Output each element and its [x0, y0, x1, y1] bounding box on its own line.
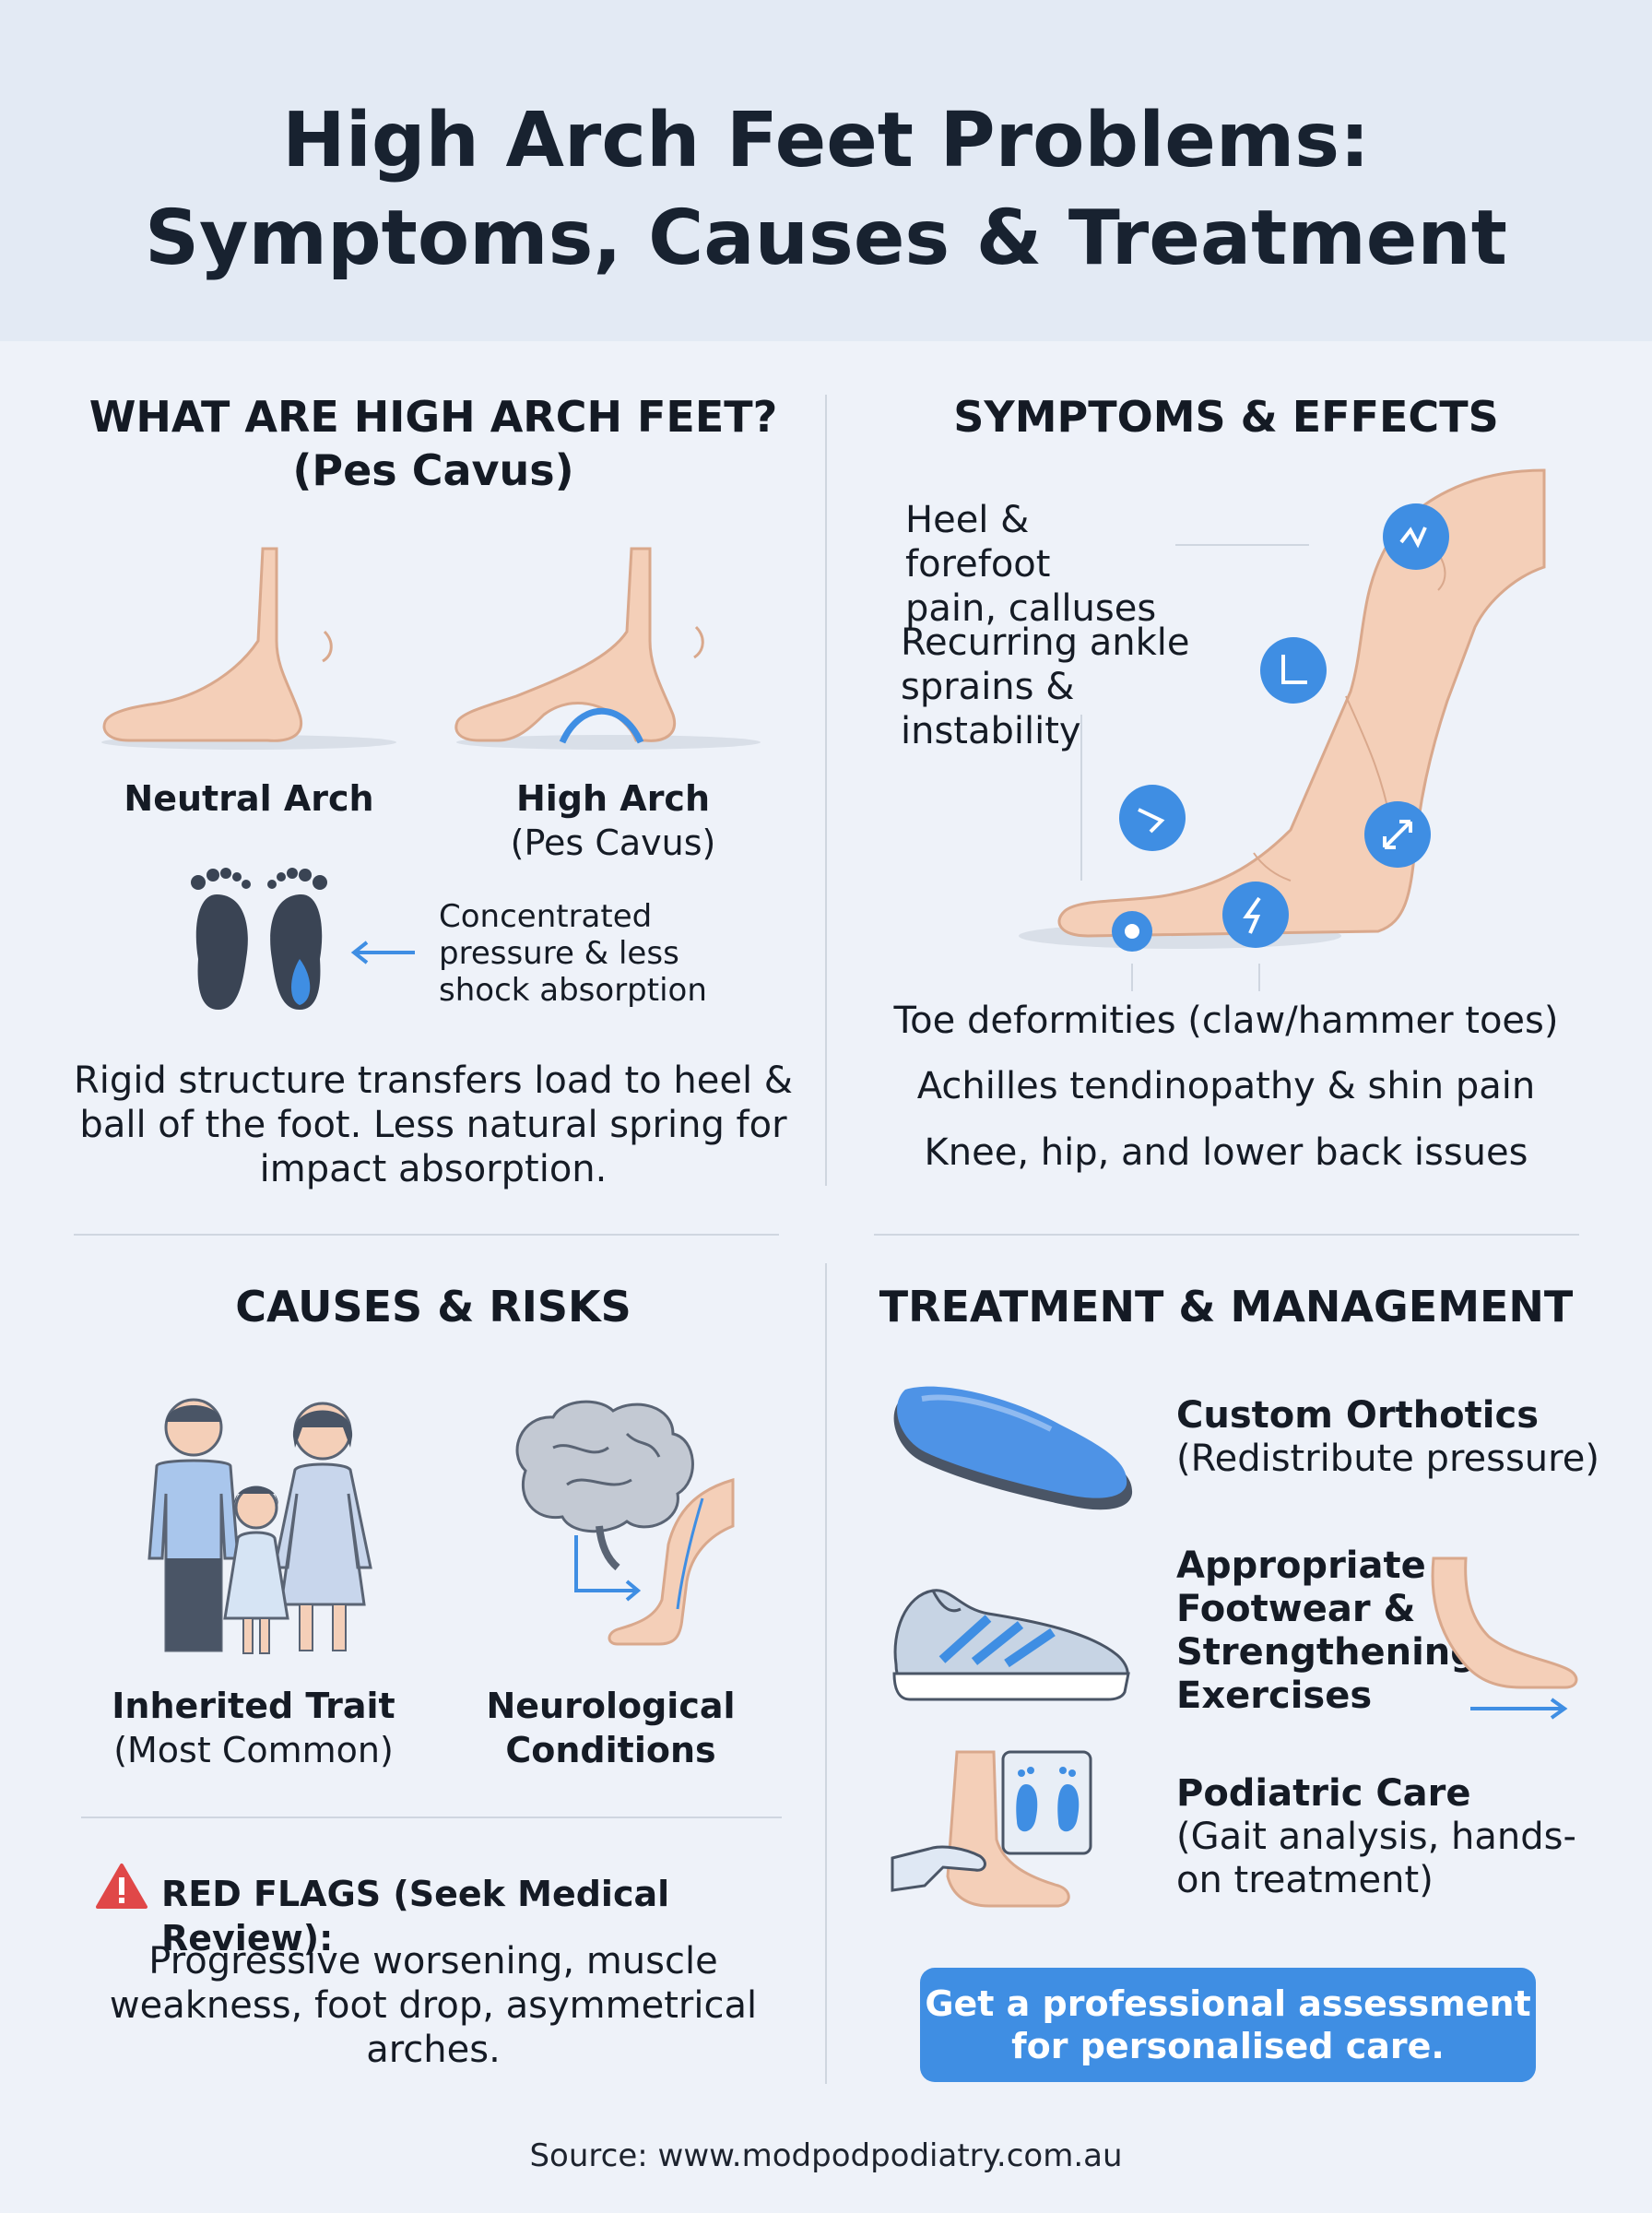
orthotics-text: Custom Orthotics (Redistribute pressure) [1176, 1394, 1600, 1481]
flexed-foot-illustration [1431, 1556, 1578, 1720]
leg-symptoms-illustration [1019, 468, 1546, 952]
brain-nerve-illustration [515, 1400, 735, 1646]
header-banner [0, 0, 1652, 341]
causes-title-text: CAUSES & RISKS [235, 1282, 631, 1331]
treatment-title-text: TREATMENT & MANAGEMENT [879, 1282, 1574, 1331]
cta-line1: Get a professional assessment [925, 1983, 1531, 2024]
neurological-line2: Conditions [505, 1730, 716, 1770]
inherited-trait-title: Inherited Trait [112, 1686, 395, 1726]
what-description: Rigid structure transfers load to heel &… [55, 1059, 811, 1191]
toe-deformities-label: Toe deformities (claw/hammer toes) [893, 1000, 1559, 1042]
cta-line2: for personalised care. [1011, 2026, 1445, 2066]
heel-pain-label: Heel & forefoot pain, calluses [905, 498, 1182, 631]
inherited-trait-sublabel: (Most Common) [113, 1730, 394, 1770]
podiatric-text: Podiatric Care (Gait analysis, hands- on… [1176, 1772, 1600, 1902]
red-flags-line3: arches. [366, 2029, 501, 2071]
achilles-label: Achilles tendinopathy & shin pain [916, 1065, 1536, 1107]
what-title-line1: WHAT ARE HIGH ARCH FEET? [88, 392, 778, 442]
red-flags-title-text: RED FLAGS (Seek Medical Review): [161, 1874, 670, 1959]
podiatric-sub1: (Gait analysis, hands- [1176, 1816, 1576, 1858]
pressure-note-line3: shock absorption [439, 972, 707, 1009]
family-illustration [148, 1398, 372, 1654]
podiatric-sub2: on treatment) [1176, 1859, 1434, 1901]
page-title: High Arch Feet Problems: Symptoms, Cause… [0, 92, 1652, 288]
right-horizontal-divider [874, 1234, 1579, 1236]
top-vertical-divider [825, 395, 827, 1186]
high-arch-foot-illustration [454, 547, 761, 750]
inherited-trait-label: Inherited Trait (Most Common) [92, 1684, 415, 1772]
neutral-arch-label: Neutral Arch [101, 776, 396, 821]
toe-leader-line-1 [1131, 964, 1133, 991]
warning-icon [96, 1864, 148, 1909]
footwear-line4: Exercises [1176, 1675, 1373, 1717]
ankle-sprain-line1: Recurring ankle [901, 621, 1190, 664]
what-description-line3: impact absorption. [259, 1148, 608, 1190]
orthotics-sub: (Redistribute pressure) [1176, 1438, 1599, 1480]
high-arch-label: High Arch (Pes Cavus) [466, 776, 761, 865]
what-section-title: WHAT ARE HIGH ARCH FEET? (Pes Cavus) [55, 390, 811, 497]
pressure-note-line2: pressure & less [439, 935, 679, 972]
ankle-leader-line [1080, 715, 1082, 881]
pressure-note: Concentrated pressure & less shock absor… [439, 898, 734, 1009]
symptoms-title-text: SYMPTOMS & EFFECTS [953, 392, 1499, 442]
page-title-line1: High Arch Feet Problems: [282, 97, 1370, 184]
treatment-section-title: TREATMENT & MANAGEMENT [853, 1280, 1599, 1333]
footwear-text: Appropriate Footwear & Strengthening Exe… [1176, 1544, 1477, 1718]
red-flags-line1: Progressive worsening, muscle [148, 1940, 718, 1982]
red-flags-line2: weakness, foot drop, asymmetrical [109, 1984, 758, 2027]
high-arch-label-text: High Arch [515, 778, 711, 819]
red-flags-title: RED FLAGS (Seek Medical Review): [161, 1872, 788, 1960]
heel-leader-line [1175, 544, 1309, 546]
red-flags-divider [81, 1817, 782, 1818]
toe-leader-line-2 [1258, 964, 1260, 991]
footprints-icon [191, 868, 327, 1010]
heel-pain-line2: pain, calluses [905, 587, 1157, 630]
what-title-line2: (Pes Cavus) [292, 445, 574, 495]
ankle-sprain-label: Recurring ankle sprains & instability [901, 621, 1251, 753]
podiatric-care-illustration [891, 1750, 1092, 1908]
source-credit: Source: www.modpodpodiatry.com.au [529, 2137, 1123, 2174]
what-description-line2: ball of the foot. Less natural spring fo… [79, 1104, 787, 1146]
knee-hip-label: Knee, hip, and lower back issues [924, 1131, 1528, 1174]
pressure-note-line1: Concentrated [439, 898, 653, 935]
bottom-vertical-divider [825, 1263, 827, 2084]
causes-section-title: CAUSES & RISKS [55, 1280, 811, 1333]
arrow-left-icon [350, 941, 415, 964]
page-title-line2: Symptoms, Causes & Treatment [144, 195, 1507, 282]
assessment-cta-button[interactable]: Get a professional assessment for person… [920, 1968, 1536, 2082]
what-description-line1: Rigid structure transfers load to heel & [74, 1059, 793, 1102]
sneaker-illustration [892, 1589, 1130, 1701]
podiatric-title: Podiatric Care [1176, 1772, 1471, 1815]
footwear-line1: Appropriate [1176, 1544, 1426, 1587]
ankle-sprain-line2: sprains & instability [901, 666, 1081, 752]
symptoms-section-title: SYMPTOMS & EFFECTS [853, 390, 1599, 444]
high-arch-sublabel: (Pes Cavus) [510, 822, 716, 863]
left-horizontal-divider [74, 1234, 779, 1236]
footwear-line2: Footwear & [1176, 1588, 1416, 1630]
neutral-arch-label-text: Neutral Arch [124, 778, 374, 819]
heel-pain-line1: Heel & forefoot [905, 499, 1051, 586]
neurological-line1: Neurological [486, 1686, 736, 1726]
neutral-arch-foot-illustration [101, 547, 396, 750]
orthotics-title: Custom Orthotics [1176, 1394, 1540, 1437]
neurological-label: Neurological Conditions [452, 1684, 770, 1772]
footwear-line3: Strengthening [1176, 1631, 1477, 1674]
insole-illustration [893, 1386, 1133, 1510]
red-flags-description: Progressive worsening, muscle weakness, … [55, 1939, 811, 2072]
